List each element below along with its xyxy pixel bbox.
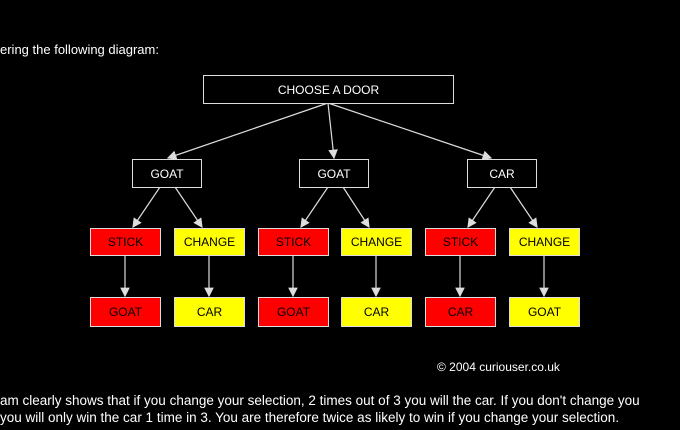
choice-change-1: CHANGE bbox=[174, 228, 245, 256]
choice-change-2: CHANGE bbox=[341, 228, 412, 256]
outcome-1: GOAT bbox=[90, 297, 161, 327]
choice-change-3: CHANGE bbox=[509, 228, 580, 256]
choice-stick-1: STICK bbox=[90, 228, 161, 256]
door-node-1: GOAT bbox=[132, 159, 202, 188]
outcome-5: CAR bbox=[425, 297, 496, 327]
conclusion-line-1: am clearly shows that if you change your… bbox=[0, 393, 640, 408]
choice-stick-3: STICK bbox=[425, 228, 496, 256]
conclusion-line-2: you will only win the car 1 time in 3. Y… bbox=[0, 410, 620, 425]
intro-text: ering the following diagram: bbox=[0, 42, 159, 57]
door-node-2: GOAT bbox=[299, 159, 369, 188]
copyright: © 2004 curiouser.co.uk bbox=[437, 360, 560, 374]
outcome-3: GOAT bbox=[258, 297, 329, 327]
door-node-3: CAR bbox=[467, 159, 537, 188]
outcome-6: GOAT bbox=[509, 297, 580, 327]
outcome-4: CAR bbox=[341, 297, 412, 327]
choice-stick-2: STICK bbox=[258, 228, 329, 256]
outcome-2: CAR bbox=[174, 297, 245, 327]
root-node: CHOOSE A DOOR bbox=[203, 75, 454, 104]
